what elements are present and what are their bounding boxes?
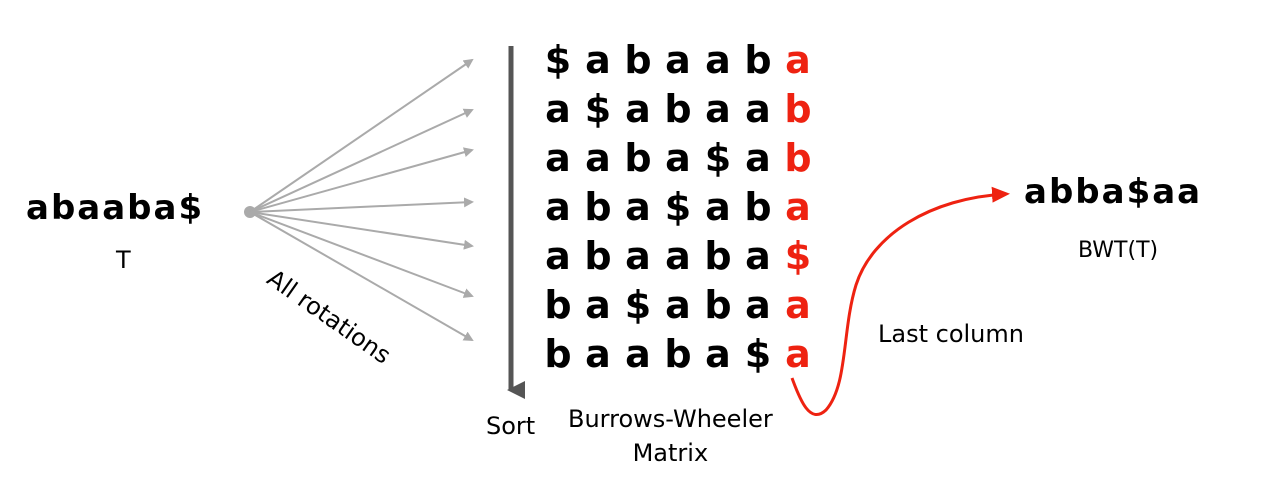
rotation-arrow [249,147,474,213]
matrix-label-line1: Burrows-Wheeler [568,405,773,433]
matrix-cell: a [745,234,771,278]
matrix-cell: b [664,87,692,131]
matrix-cell: a [705,38,731,82]
matrix-last-column-cell: a [785,332,811,376]
matrix-cell: a [665,234,691,278]
input-label: T [116,246,131,274]
matrix-cell: a [585,332,611,376]
matrix-cell: a [545,87,571,131]
matrix-cell: $ [624,283,652,327]
matrix-cell: a [585,38,611,82]
matrix-label: Burrows-Wheeler Matrix [568,402,773,470]
matrix-cell: $ [704,136,732,180]
matrix-cell: b [744,185,772,229]
matrix-label-line2: Matrix [632,439,709,467]
rotation-arrow [249,58,474,213]
matrix-cell: $ [584,87,612,131]
matrix-cell: a [585,283,611,327]
matrix-last-column-cell: a [785,185,811,229]
matrix-cell: a [625,87,651,131]
matrix-last-column-cell: a [785,283,811,327]
rotation-arrow [249,211,474,298]
rotation-arrow [249,211,474,250]
matrix-cell: a [585,136,611,180]
matrix-cell: b [664,332,692,376]
last-column-arrow [790,186,1010,417]
sort-label: Sort [486,412,536,440]
matrix-cell: a [745,87,771,131]
matrix-cell: a [705,332,731,376]
matrix-cell: a [745,283,771,327]
matrix-cell: a [705,87,731,131]
matrix-cell: b [544,283,572,327]
last-column-label: Last column [878,320,1024,348]
matrix-cell: a [665,136,691,180]
matrix-last-column-cell: a [785,38,811,82]
matrix-cell: a [625,185,651,229]
matrix-cell: b [624,38,652,82]
matrix-cell: $ [664,185,692,229]
input-string: abaaba$ [26,188,205,228]
matrix-last-column-cell: $ [784,234,812,278]
matrix-last-column-cell: b [784,87,812,131]
matrix-cell: a [705,185,731,229]
matrix-cell: $ [744,332,772,376]
rotation-arrow [249,211,474,341]
matrix-cell: b [624,136,652,180]
matrix-cell: a [665,283,691,327]
matrix-cell: b [704,283,732,327]
matrix-cell: b [704,234,732,278]
rotation-arrow [249,197,474,213]
bwt-output-string: abba$aa [1024,172,1203,212]
bwt-label: BWT(T) [1078,238,1159,263]
matrix-cell: $ [544,38,572,82]
matrix-cell: b [584,234,612,278]
matrix-cell: a [665,38,691,82]
matrix-cell: a [545,136,571,180]
rotation-arrow [249,108,474,213]
matrix-cell: a [625,332,651,376]
matrix-cell: b [544,332,572,376]
matrix-cell: a [545,185,571,229]
matrix-last-column-cell: b [784,136,812,180]
matrix-cell: a [625,234,651,278]
matrix-cell: b [744,38,772,82]
matrix-cell: a [745,136,771,180]
matrix-cell: b [584,185,612,229]
matrix-cell: a [545,234,571,278]
